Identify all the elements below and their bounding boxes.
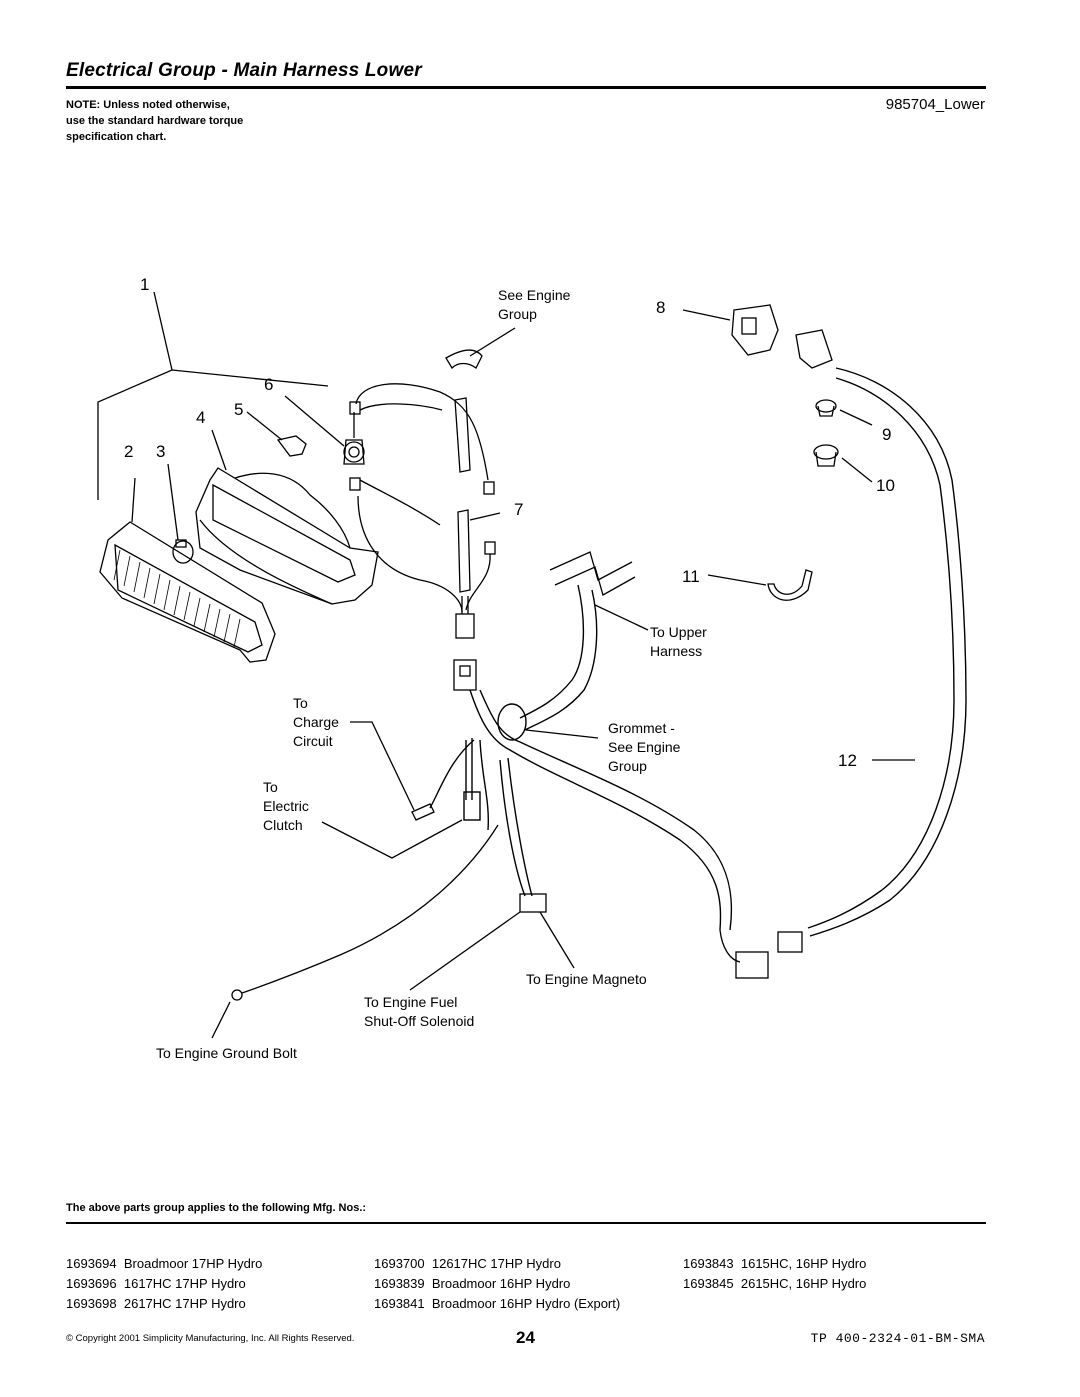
models-column: 1693700 12617HC 17HP Hydro 1693839 Broad… (374, 1254, 620, 1314)
headlight-housing (195, 467, 379, 605)
page-number: 24 (516, 1328, 535, 1347)
leader-line (469, 327, 516, 357)
leader-line (350, 721, 415, 811)
leader-line (409, 911, 521, 991)
switch (731, 304, 779, 356)
title-rule (66, 86, 986, 89)
leader-line (284, 395, 345, 447)
harness-wrap (457, 509, 471, 593)
solenoid-connector (519, 893, 547, 913)
note-line: NOTE: Unless noted otherwise, (66, 99, 230, 111)
leader-line (167, 463, 179, 541)
tp-code: TP 400-2324-01-BM-SMA (810, 1331, 985, 1346)
leader-line (682, 309, 731, 321)
leader-line (539, 911, 575, 969)
label-to-engine-magneto: To Engine Magneto (526, 971, 647, 987)
callout-1: 1 (140, 275, 149, 294)
clutch-connector (411, 803, 435, 821)
grommet (813, 444, 839, 467)
harness-clamp (445, 349, 483, 370)
connector (453, 659, 477, 691)
lamp-harness (349, 383, 496, 613)
leader-line (153, 291, 173, 371)
callout-8: 8 (656, 298, 665, 317)
page-title: Electrical Group - Main Harness Lower (66, 60, 422, 81)
magneto-connector (735, 951, 769, 979)
ground-wire (241, 824, 499, 994)
callout-7: 7 (514, 500, 523, 519)
model-row: 1693696 1617HC 17HP Hydro (66, 1276, 246, 1291)
leader-line (525, 729, 599, 739)
callout-9: 9 (882, 425, 891, 444)
callout-11: 11 (682, 567, 700, 586)
label-grommet: Grommet - See Engine Group (608, 720, 684, 774)
socket (343, 439, 365, 465)
note-line: use the standard hardware torque (66, 115, 244, 127)
main-harness (429, 584, 733, 931)
connector (777, 931, 803, 953)
callout-2: 2 (124, 442, 133, 461)
applies-heading: The above parts group applies to the fol… (66, 1202, 367, 1214)
clip (276, 435, 307, 457)
ground-terminal (231, 989, 243, 1001)
harness-wrap (454, 397, 471, 473)
label-see-engine-group: See Engine Group (498, 287, 574, 322)
models-column: 1693843 1615HC, 16HP Hydro 1693845 2615H… (683, 1254, 866, 1294)
leader-line (469, 512, 501, 521)
grommet (815, 399, 837, 417)
applies-rule (66, 1222, 986, 1224)
callout-5: 5 (234, 400, 243, 419)
cable-tie (767, 569, 813, 601)
callout-6: 6 (264, 375, 273, 394)
model-row: 1693694 Broadmoor 17HP Hydro (66, 1256, 263, 1271)
leader-line (707, 574, 767, 586)
callout-12: 12 (838, 751, 857, 770)
break-mark (549, 551, 633, 581)
leader-line (839, 409, 873, 426)
label-to-upper-harness: To Upper Harness (650, 624, 711, 659)
callout-4: 4 (196, 408, 205, 427)
headlight-lens (99, 521, 276, 663)
model-row: 1693839 Broadmoor 16HP Hydro (374, 1276, 571, 1291)
label-to-charge-circuit: To Charge Circuit (293, 695, 343, 749)
label-to-engine-ground: To Engine Ground Bolt (156, 1045, 297, 1061)
leader-line (131, 477, 136, 523)
model-row: 1693698 2617HC 17HP Hydro (66, 1296, 246, 1311)
model-row: 1693841 Broadmoor 16HP Hydro (Export) (374, 1296, 621, 1311)
callout-1-bracket (97, 369, 329, 500)
torque-note: NOTE: Unless noted otherwise, use the st… (66, 97, 243, 145)
model-row: 1693843 1615HC, 16HP Hydro (683, 1256, 867, 1271)
leader-line (211, 429, 227, 471)
label-to-engine-fuel: To Engine Fuel Shut-Off Solenoid (364, 994, 474, 1029)
model-row: 1693845 2615HC, 16HP Hydro (683, 1276, 867, 1291)
harness-loop (807, 367, 967, 937)
leader-line (211, 1001, 231, 1039)
bulb (172, 539, 194, 564)
label-to-electric-clutch: To Electric Clutch (263, 779, 313, 833)
connector (455, 613, 475, 639)
leader-line (246, 411, 283, 441)
callout-10: 10 (876, 476, 895, 495)
leader-line (321, 819, 463, 859)
connector (795, 329, 833, 369)
leader-line (841, 457, 873, 483)
models-column: 1693694 Broadmoor 17HP Hydro 1693696 161… (66, 1254, 262, 1314)
leader-line (594, 604, 649, 631)
diagram-id: 985704_Lower (885, 96, 985, 113)
copyright: © Copyright 2001 Simplicity Manufacturin… (66, 1333, 355, 1344)
note-line: specification chart. (66, 131, 167, 143)
callout-3: 3 (156, 442, 165, 461)
model-row: 1693700 12617HC 17HP Hydro (374, 1256, 561, 1271)
